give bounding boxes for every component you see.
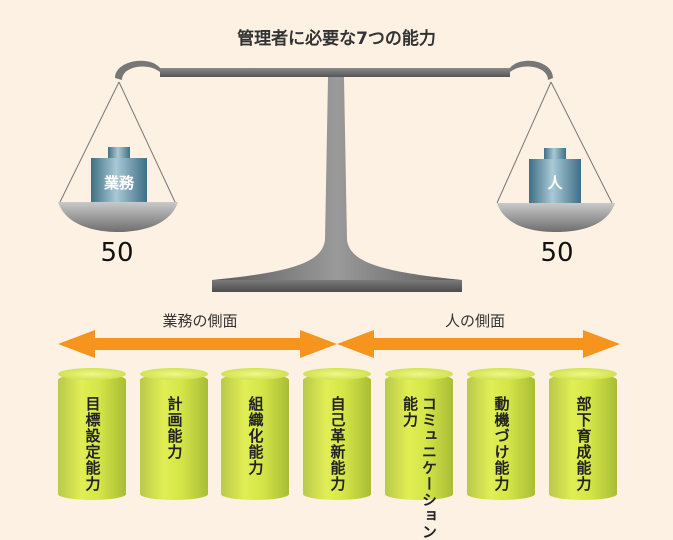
left-pan (58, 202, 178, 232)
ability-cylinder: 動機づけ能力 (467, 368, 535, 506)
ability-cylinder: 自己革新能力 (303, 368, 371, 506)
right-score: 50 (540, 238, 574, 268)
left-double-arrow (58, 330, 337, 358)
right-weight (529, 148, 581, 203)
scale-post (212, 77, 462, 292)
ability-label: 部下育成能力 (574, 396, 593, 492)
ability-label: コミュニケーション (420, 396, 438, 540)
ability-label: 組織化能力 (246, 396, 265, 476)
scale-beam (115, 60, 553, 80)
right-double-arrow (337, 330, 620, 358)
ability-cylinder: 組織化能力 (221, 368, 289, 506)
ability-cylinder: 部下育成能力 (549, 368, 617, 506)
left-weight (91, 147, 147, 203)
ability-label: 計画能力 (165, 396, 184, 460)
scale-base (212, 280, 462, 292)
ability-label: 動機づけ能力 (492, 396, 511, 492)
left-score: 50 (100, 238, 134, 268)
ability-label: 自己革新能力 (328, 396, 347, 492)
right-pan (497, 203, 615, 232)
ability-label: 目標設定能力 (83, 396, 102, 492)
left-side-label: 業務の側面 (162, 312, 238, 330)
right-weight-label: 人 (547, 174, 563, 192)
ability-cylinder: 目標設定能力 (58, 368, 126, 506)
page-title: 管理者に必要な7つの能力 (237, 29, 436, 49)
right-pan-strings (496, 81, 613, 204)
ability-cylinder: 計画能力 (140, 368, 208, 506)
left-pan-strings (59, 81, 176, 203)
ability-label: 能力 (401, 396, 419, 428)
left-weight-label: 業務 (103, 174, 134, 192)
ability-cylinder: コミュニケーション能力 (385, 368, 453, 540)
right-side-label: 人の側面 (444, 312, 505, 330)
